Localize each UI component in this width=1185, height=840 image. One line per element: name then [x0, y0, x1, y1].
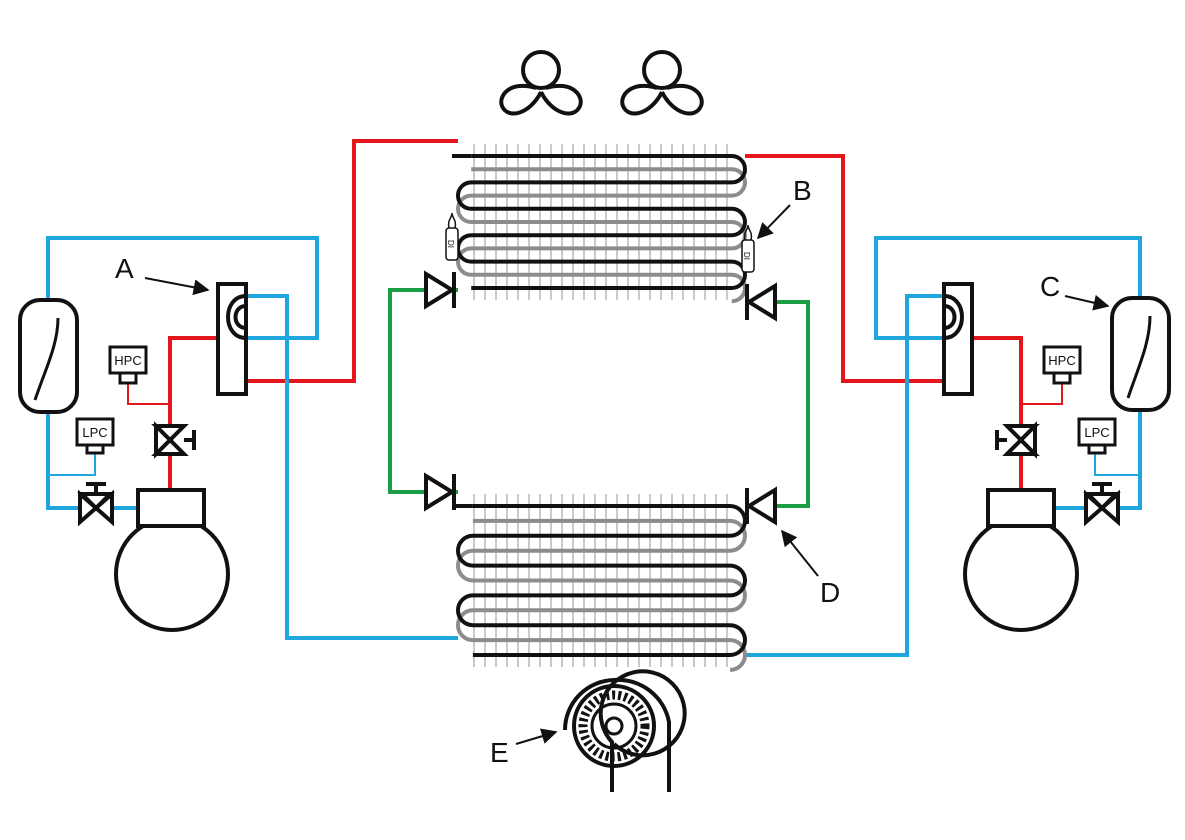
di-sensor-upper-left: DI: [445, 212, 459, 261]
right-suction-loop: [874, 236, 1142, 340]
right-hpc-label: HPC: [1048, 353, 1075, 368]
left-lpc-label: LPC: [82, 425, 107, 440]
fan-right-icon: [620, 50, 704, 116]
callout-b-arrow: [756, 204, 791, 240]
right-lpc-sense-line: [1094, 451, 1140, 476]
left-liquid-line: [388, 288, 458, 494]
right-hpc-sense-line: [1021, 384, 1063, 405]
right-suction-service-valve-icon: [1083, 482, 1121, 527]
callout-arrows: [144, 204, 1110, 745]
callout-b-label: B: [793, 175, 812, 206]
evaporator-blower-icon: [563, 669, 687, 792]
left-reversing-valve-icon: [216, 282, 248, 396]
left-evaporator-outlet: [245, 294, 458, 640]
callout-labels: A B C D E: [115, 175, 1060, 768]
right-hpc-switch: [1042, 345, 1082, 385]
callout-a-label: A: [115, 253, 134, 284]
left-lpc-switch: [75, 417, 115, 455]
left-hpc-sense-line: [127, 384, 170, 405]
coil-tube-back: [456, 518, 747, 672]
di-sensor-upper-right: DI: [741, 224, 755, 273]
suction-lines: [46, 236, 1142, 657]
expansion-valve-lower-right-icon: [745, 486, 777, 526]
right-discharge-service-valve-icon: [995, 421, 1040, 459]
left-discharge-service-valve-icon: [151, 421, 196, 459]
left-suction-service-valve-icon: [77, 482, 115, 527]
right-lpc-label: LPC: [1084, 425, 1109, 440]
expansion-valve-upper-right-icon: [745, 282, 777, 322]
fan-left-icon: [499, 50, 583, 116]
hpc-sense-lines: [127, 384, 1063, 405]
left-lpc-sense-line: [48, 451, 96, 476]
di-sensors: DI DI: [445, 212, 755, 273]
di-sensor-upper-right-label: DI: [742, 252, 751, 260]
condenser-coil: [452, 144, 747, 304]
callout-e-label: E: [490, 737, 509, 768]
coils: [452, 144, 747, 672]
callout-c-arrow: [1064, 294, 1110, 311]
coil-tube-front: [456, 504, 747, 657]
right-evaporator-outlet: [745, 294, 948, 657]
callout-e-arrow: [515, 728, 558, 745]
right-compressor-discharge: [968, 336, 1023, 490]
callout-a-arrow: [144, 277, 210, 296]
expansion-valve-lower-left-icon: [424, 472, 456, 512]
right-liquid-line: [745, 300, 810, 508]
right-discharge-from-condenser: [745, 154, 948, 383]
left-compressor-icon: [114, 488, 230, 632]
condenser-fans: [499, 50, 704, 116]
pressure-control-labels: HPC LPC HPC LPC: [82, 353, 1109, 440]
liquid-lines: [388, 288, 810, 508]
right-suction-return: [1055, 410, 1142, 510]
right-lpc-switch: [1077, 417, 1117, 455]
right-compressor-icon: [963, 488, 1079, 632]
right-reversing-valve-icon: [942, 282, 974, 396]
callout-c-label: C: [1040, 271, 1060, 302]
left-discharge-to-condenser: [245, 139, 458, 383]
left-hpc-switch: [108, 345, 148, 385]
expansion-valves: [424, 270, 777, 526]
evaporator-coil: [452, 494, 747, 672]
refrigerant-piping: [46, 139, 1142, 657]
left-suction-loop: [46, 236, 319, 340]
right-circuit: [942, 282, 1171, 632]
left-accumulator: [18, 298, 79, 414]
right-accumulator: [1110, 296, 1171, 412]
left-circuit: [18, 282, 248, 632]
di-sensor-upper-left-label: DI: [446, 240, 455, 248]
left-compressor-discharge: [168, 336, 222, 490]
callout-d-label: D: [820, 577, 840, 608]
left-hpc-label: HPC: [114, 353, 141, 368]
expansion-valve-upper-left-icon: [424, 270, 456, 310]
callout-d-arrow: [781, 529, 819, 577]
